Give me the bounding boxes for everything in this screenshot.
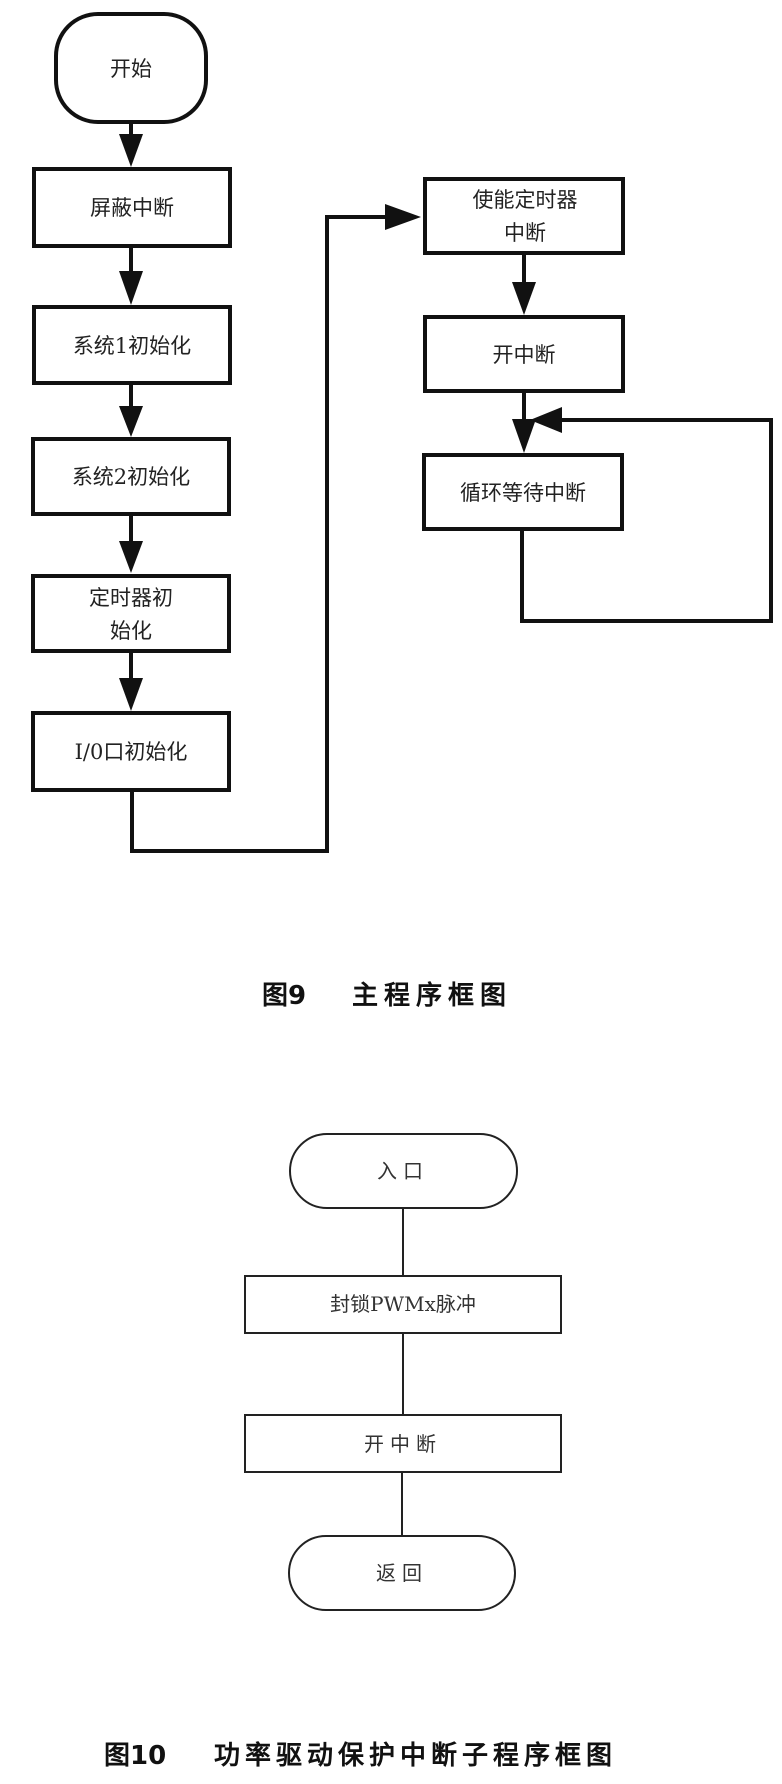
enable-timer-label-line2: 中断	[504, 221, 546, 245]
mask-interrupt-label: 屏蔽中断	[90, 196, 174, 220]
arrowhead-down-icon	[512, 419, 536, 453]
arrowhead-down-icon	[119, 678, 143, 711]
system2-init-node: 系统2初始化	[31, 437, 231, 516]
arrow-system2-to-timer	[119, 514, 143, 573]
enable-timer-interrupt-box	[423, 177, 625, 255]
system1-init-node: 系统1初始化	[32, 305, 232, 385]
lock-pwm-node: 封锁PWMx脉冲	[244, 1275, 562, 1334]
arrow-mask-to-system1	[119, 246, 143, 305]
loop-wait-interrupt-label: 循环等待中断	[460, 481, 586, 505]
figure-10-caption-number: 图10	[104, 1741, 166, 1771]
figure-9-caption-number: 图9	[262, 981, 306, 1011]
loop-back-connector	[520, 407, 773, 623]
arrow-enable-to-open-interrupt	[512, 253, 536, 315]
entry-label: 入口	[377, 1159, 429, 1183]
figure-9-caption: 图9 主程序框图	[262, 980, 512, 1011]
arrowhead-down-icon	[119, 406, 143, 437]
arrowhead-down-icon	[119, 271, 143, 305]
timer-init-node: 定时器初 始化	[31, 574, 231, 653]
start-node: 开始	[54, 12, 208, 124]
arrow-system1-to-system2	[119, 383, 143, 437]
figure-10-caption-title: 功率驱动保护中断子程序框图	[214, 1740, 617, 1771]
arrow-start-to-mask	[119, 122, 143, 167]
isr-open-interrupt-label: 开中断	[364, 1432, 442, 1456]
open-interrupt-box	[423, 315, 625, 393]
arrow-timer-to-io	[119, 651, 143, 711]
system2-init-label: 系统2初始化	[72, 465, 190, 489]
figure-10-caption: 图10 功率驱动保护中断子程序框图	[104, 1740, 617, 1771]
figure-9-caption-title: 主程序框图	[352, 980, 512, 1011]
lock-pwm-box	[244, 1275, 562, 1334]
enable-timer-label-line1: 使能定时器	[473, 188, 578, 212]
arrowhead-right-icon	[385, 204, 421, 230]
mask-interrupt-node: 屏蔽中断	[32, 167, 232, 248]
system2-init-box	[31, 437, 231, 516]
isr-open-interrupt-node: 开中断	[244, 1414, 562, 1473]
arrowhead-left-icon	[530, 407, 562, 433]
enable-timer-interrupt-node: 使能定时器 中断	[423, 177, 625, 255]
timer-init-label-line2: 始化	[110, 619, 152, 643]
arrowhead-down-icon	[119, 541, 143, 573]
system1-init-label: 系统1初始化	[73, 334, 191, 358]
entry-node: 入口	[289, 1133, 518, 1209]
start-label: 开始	[110, 57, 152, 81]
timer-init-label-line1: 定时器初	[89, 586, 173, 610]
loop-wait-interrupt-node: 循环等待中断	[422, 453, 624, 531]
figure-10-protection-isr: 入口 封锁PWMx脉冲 开中断 返回 图10 功率驱动保护中断子程序框图	[104, 1133, 617, 1771]
return-node: 返回	[288, 1535, 516, 1611]
isr-open-interrupt-box	[244, 1414, 562, 1473]
arrowhead-down-icon	[119, 134, 143, 167]
arrow-open-to-loop-wait	[512, 391, 536, 453]
io-init-label: I/0口初始化	[75, 740, 188, 764]
lock-pwm-label: 封锁PWMx脉冲	[330, 1292, 476, 1316]
open-interrupt-node: 开中断	[423, 315, 625, 393]
io-init-node: I/0口初始化	[31, 711, 231, 792]
mask-interrupt-box	[32, 167, 232, 248]
open-interrupt-label: 开中断	[493, 343, 556, 367]
return-label: 返回	[376, 1561, 428, 1585]
connector-io-to-enable-timer	[130, 204, 421, 853]
figure-9-main-program: 开始 屏蔽中断 系统1初始化 系统2初始化	[31, 12, 773, 1011]
arrowhead-down-icon	[512, 282, 536, 315]
return-terminator-shape	[288, 1535, 516, 1611]
